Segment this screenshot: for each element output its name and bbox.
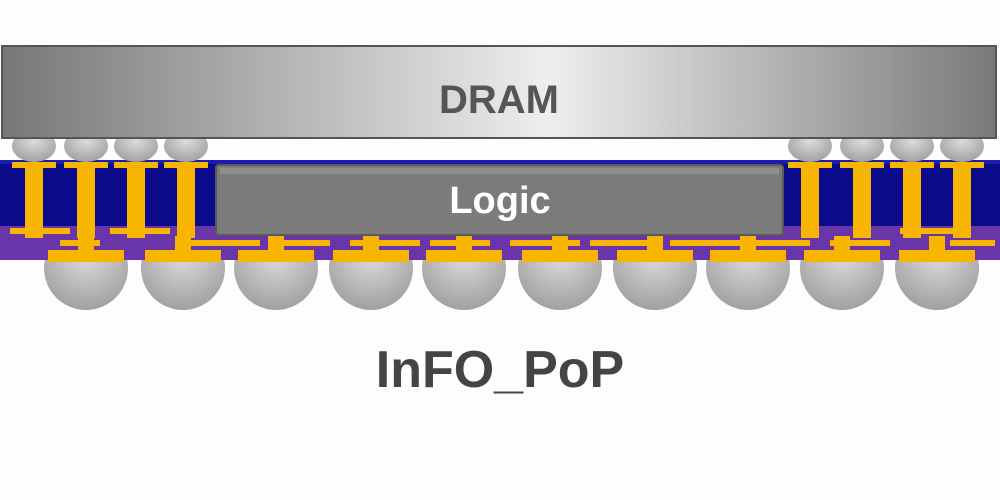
package-cross-section: Logic DRAM bbox=[0, 45, 1000, 310]
rdl-trace bbox=[110, 228, 170, 234]
rdl-trace bbox=[590, 240, 650, 246]
pad-via bbox=[929, 236, 945, 252]
ball-pad bbox=[333, 250, 409, 262]
pad-via bbox=[363, 236, 379, 252]
ball-pad bbox=[899, 250, 975, 262]
ball-pad bbox=[617, 250, 693, 262]
rdl-trace bbox=[190, 240, 260, 246]
pad-via bbox=[175, 236, 191, 252]
via-pad bbox=[940, 162, 984, 168]
through-via bbox=[25, 163, 43, 238]
through-via bbox=[903, 163, 921, 238]
mold-top-edge bbox=[0, 160, 1000, 164]
through-via bbox=[801, 163, 819, 238]
dram-label: DRAM bbox=[439, 78, 559, 122]
via-pad bbox=[114, 162, 158, 168]
ball-pad bbox=[426, 250, 502, 262]
through-via bbox=[127, 163, 145, 238]
via-pad bbox=[64, 162, 108, 168]
through-via bbox=[853, 163, 871, 238]
copper-interconnects bbox=[10, 162, 995, 262]
rdl-trace bbox=[350, 240, 420, 246]
pad-via bbox=[740, 236, 756, 252]
pad-via bbox=[456, 236, 472, 252]
pad-via bbox=[647, 236, 663, 252]
logic-label: Logic bbox=[449, 180, 550, 222]
via-pad bbox=[164, 162, 208, 168]
ball-pad bbox=[48, 250, 124, 262]
pad-via bbox=[78, 236, 94, 252]
through-via bbox=[77, 163, 95, 238]
pad-via bbox=[268, 236, 284, 252]
dram-package bbox=[1, 45, 997, 139]
diagram-caption: InFO_PoP bbox=[375, 341, 625, 399]
through-via bbox=[177, 163, 195, 238]
rdl-trace bbox=[830, 240, 890, 246]
pad-via bbox=[552, 236, 568, 252]
via-pad bbox=[12, 162, 56, 168]
logic-die bbox=[215, 164, 784, 236]
via-pad bbox=[890, 162, 934, 168]
rdl-trace bbox=[10, 228, 70, 234]
pad-via bbox=[834, 236, 850, 252]
ball-pad bbox=[804, 250, 880, 262]
via-pad bbox=[840, 162, 884, 168]
rdl-trace bbox=[750, 240, 810, 246]
logic-die-highlight bbox=[220, 168, 779, 174]
rdl-trace bbox=[270, 240, 330, 246]
ball-pad bbox=[238, 250, 314, 262]
through-via bbox=[953, 163, 971, 238]
rdl-trace bbox=[950, 240, 995, 246]
via-pad bbox=[788, 162, 832, 168]
rdl-trace bbox=[510, 240, 580, 246]
rdl-trace bbox=[670, 240, 740, 246]
rdl-trace bbox=[900, 228, 970, 234]
ball-pad bbox=[710, 250, 786, 262]
ball-pad bbox=[145, 250, 221, 262]
ball-pad bbox=[522, 250, 598, 262]
